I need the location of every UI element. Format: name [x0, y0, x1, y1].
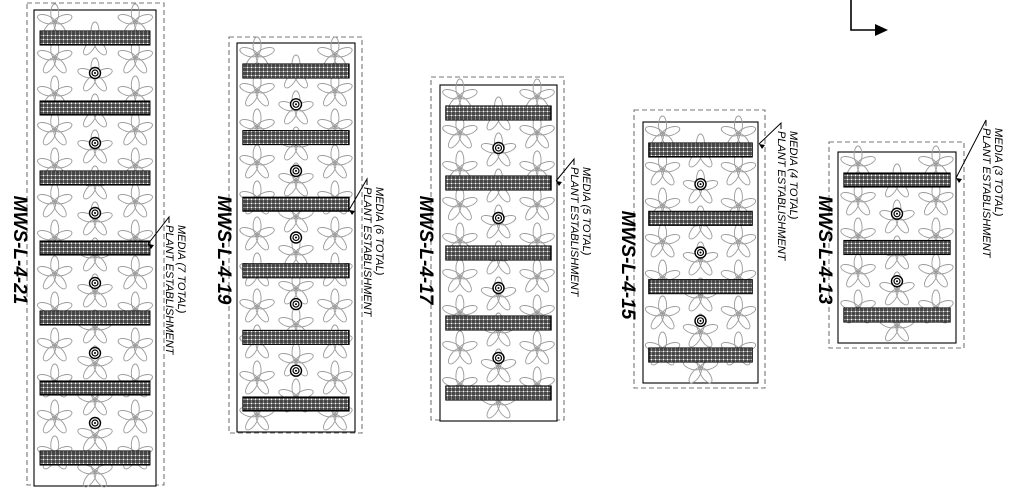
plant-establishment-media	[39, 450, 151, 466]
drain-target-icon	[694, 246, 707, 259]
titles-layer: MWS-L-4-21 MWS-L-4-19 MWS-L-4-17 MWS-L-4-15…	[9, 196, 835, 320]
drain-target-icon	[289, 98, 303, 111]
plant-establishment-media	[39, 380, 151, 396]
callout-arrowhead	[349, 210, 355, 215]
plant-establishment-media	[242, 63, 350, 79]
unit-label: MWS-L-4-15	[617, 211, 638, 320]
plant-establishment-media	[648, 210, 753, 226]
plant-establishment-media	[39, 170, 151, 186]
plant-establishment-media	[445, 175, 552, 191]
callout-note-line: MEDIA (4 TOTAL)	[787, 131, 799, 220]
unit-label: MWS-L-4-17	[415, 196, 436, 306]
drain-target-icon	[88, 136, 102, 150]
plant-establishment-media	[242, 329, 350, 345]
unit-dashed-boundary	[26, 2, 165, 486]
callout-leader	[147, 215, 170, 245]
callout-note-line: PLANT ESTABLISHMENT	[361, 187, 373, 318]
callout-note-line: MEDIA (6 TOTAL)	[373, 187, 385, 276]
drain-target-icon	[88, 346, 102, 360]
unit-dashed-boundary	[633, 109, 766, 389]
plant-establishment-media	[843, 239, 951, 256]
callout-note-line: PLANT ESTABLISHMENT	[568, 167, 580, 298]
unit-dashed-boundary	[228, 36, 363, 434]
drain-target-icon	[289, 364, 303, 377]
plant-establishment-media	[445, 105, 552, 121]
plant-establishment-media	[648, 142, 753, 158]
callout-leader	[348, 177, 368, 211]
drain-target-icon	[88, 416, 102, 430]
drain-target-icon	[289, 297, 303, 311]
plant-establishment-media	[445, 385, 552, 401]
drain-target-icon	[890, 207, 904, 220]
plant-establishment-media	[39, 310, 151, 326]
callout-note-line: PLANT ESTABLISHMENT	[163, 225, 175, 356]
callout-note-line: PLANT ESTABLISHMENT	[980, 128, 992, 259]
plant-establishment-media	[843, 307, 951, 323]
flow-arrow-icon	[850, 0, 888, 36]
callout-arrowhead	[759, 144, 765, 149]
plant-establishment-media	[242, 196, 350, 212]
plant-establishment-media	[648, 347, 753, 363]
plant-establishment-media	[843, 172, 951, 188]
unit-dashed-boundary	[828, 141, 965, 349]
callout-note-line: MEDIA (5 TOTAL)	[580, 167, 592, 256]
callout-arrowhead	[556, 181, 562, 186]
plant-establishment-media	[242, 130, 350, 146]
unit-label: MWS-L-4-21	[9, 196, 30, 305]
plant-establishment-media	[242, 396, 350, 412]
unit-label: MWS-L-4-19	[213, 196, 234, 305]
drain-target-icon	[694, 177, 707, 191]
unit-dashed-boundary	[430, 76, 565, 421]
drain-target-icon	[289, 164, 303, 178]
drain-target-icon	[890, 275, 904, 288]
callout-note-line: MEDIA (3 TOTAL)	[992, 128, 1004, 217]
plant-establishment-media	[39, 30, 151, 46]
drain-target-icon	[289, 231, 303, 244]
plant-establishment-media	[648, 279, 753, 295]
callout-arrowhead	[956, 178, 962, 183]
plant-establishment-media	[445, 315, 552, 331]
drain-target-icon	[88, 206, 102, 220]
callout-arrowhead	[148, 244, 154, 249]
callout-note-line: MEDIA (7 TOTAL)	[175, 225, 187, 314]
plant-establishment-media	[242, 263, 350, 279]
plant-establishment-media	[445, 245, 552, 261]
drain-target-icon	[88, 276, 102, 290]
drain-target-icon	[694, 314, 707, 328]
callout-leader	[758, 121, 782, 145]
plant-establishment-media	[39, 240, 151, 256]
callout-leader	[955, 119, 987, 179]
drain-target-icon	[492, 281, 505, 295]
callout-note-line: PLANT ESTABLISHMENT	[775, 131, 787, 262]
callout-leader	[555, 157, 575, 182]
drain-target-icon	[492, 351, 505, 365]
unit-label: MWS-L-4-13	[814, 196, 835, 305]
drain-target-icon	[492, 211, 505, 225]
plant-establishment-media	[39, 100, 151, 116]
drain-target-icon	[492, 141, 505, 155]
drain-target-icon	[88, 66, 102, 80]
